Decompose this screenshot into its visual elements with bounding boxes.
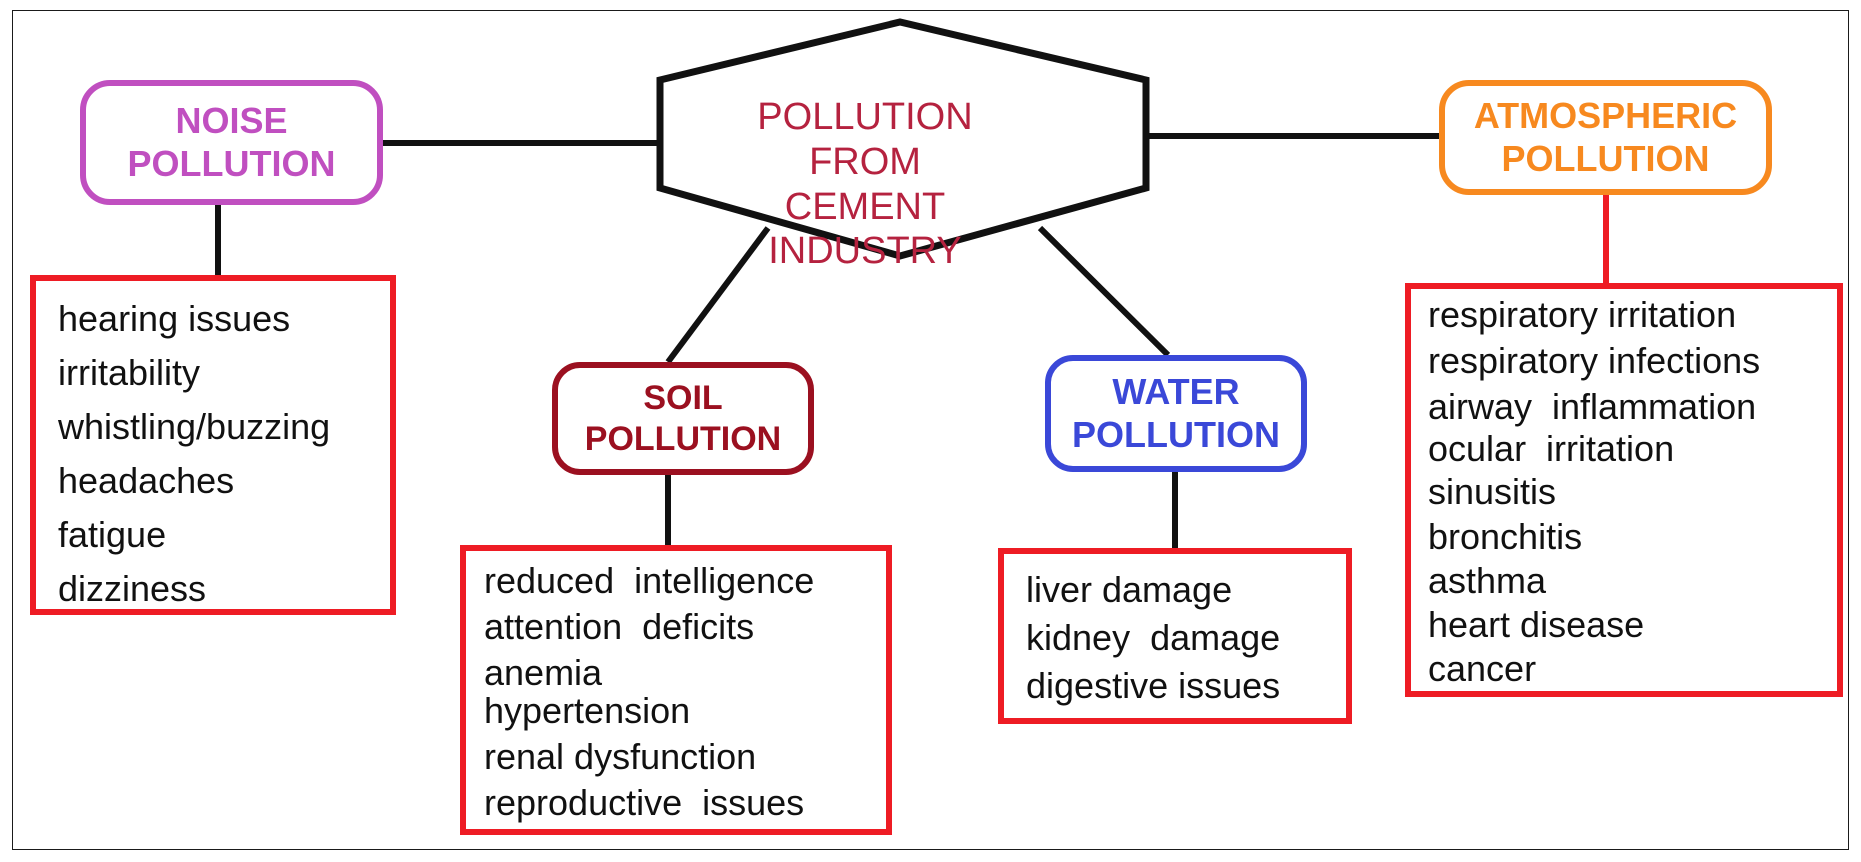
center-title-line2: CEMENT INDUSTRY — [768, 185, 962, 273]
effect-item: digestive issues — [1026, 665, 1281, 706]
effect-item: cancer — [1428, 648, 1537, 689]
soil-node-line1: SOIL — [643, 379, 723, 418]
effect-item: attention deficits — [484, 606, 755, 647]
effect-item: hearing issues — [58, 298, 291, 339]
effect-item: ocular irritation — [1428, 428, 1675, 469]
effect-item: irritability — [58, 352, 201, 393]
noise-node-line2: POLLUTION — [127, 142, 336, 184]
effect-item: headaches — [58, 460, 235, 501]
soil-pollution-node: SOIL POLLUTION — [552, 362, 814, 475]
noise-effects-box: hearing issues irritability whistling/bu… — [30, 275, 396, 615]
water-node-line2: POLLUTION — [1072, 413, 1280, 455]
effect-item: respiratory infections — [1428, 340, 1761, 381]
effect-item: reduced intelligence — [484, 560, 815, 601]
soil-effects-box: reduced intelligence attention deficits … — [460, 545, 892, 835]
water-node-line1: WATER — [1112, 371, 1240, 413]
atmospheric-node-line2: POLLUTION — [1501, 137, 1710, 179]
center-title-line1: POLLUTION FROM — [757, 96, 973, 183]
effect-item: sinusitis — [1428, 471, 1557, 512]
water-effects-box: liver damage kidney damage digestive iss… — [998, 548, 1352, 724]
effect-item: dizziness — [58, 568, 207, 609]
effect-item: anemia — [484, 652, 603, 693]
water-pollution-node: WATER POLLUTION — [1045, 355, 1307, 472]
link-center-soil — [665, 226, 771, 364]
effect-item: renal dysfunction — [484, 736, 757, 777]
effect-item: bronchitis — [1428, 516, 1583, 557]
effect-item: hypertension — [484, 690, 691, 731]
effect-item: asthma — [1428, 560, 1547, 601]
link-center-water — [1037, 225, 1171, 358]
center-hexagon — [656, 18, 1150, 260]
atmospheric-node-line1: ATMOSPHERIC — [1473, 95, 1738, 137]
center-title: POLLUTION FROM CEMENT INDUSTRY — [700, 95, 1030, 274]
effect-item: whistling/buzzing — [58, 406, 331, 447]
effect-item: respiratory irritation — [1428, 294, 1737, 335]
noise-pollution-node: NOISE POLLUTION — [80, 80, 383, 205]
atmospheric-effects-box: respiratory irritation respiratory infec… — [1405, 283, 1843, 697]
effect-item: airway inflammation — [1428, 386, 1757, 427]
effect-item: heart disease — [1428, 604, 1645, 645]
effect-item: kidney damage — [1026, 617, 1281, 658]
soil-node-line2: POLLUTION — [584, 419, 782, 458]
noise-node-line1: NOISE — [175, 100, 288, 142]
effect-item: fatigue — [58, 514, 167, 555]
effect-item: reproductive issues — [484, 782, 805, 823]
atmospheric-pollution-node: ATMOSPHERIC POLLUTION — [1439, 80, 1772, 195]
effect-item: liver damage — [1026, 569, 1233, 610]
diagram-frame — [12, 10, 1849, 850]
